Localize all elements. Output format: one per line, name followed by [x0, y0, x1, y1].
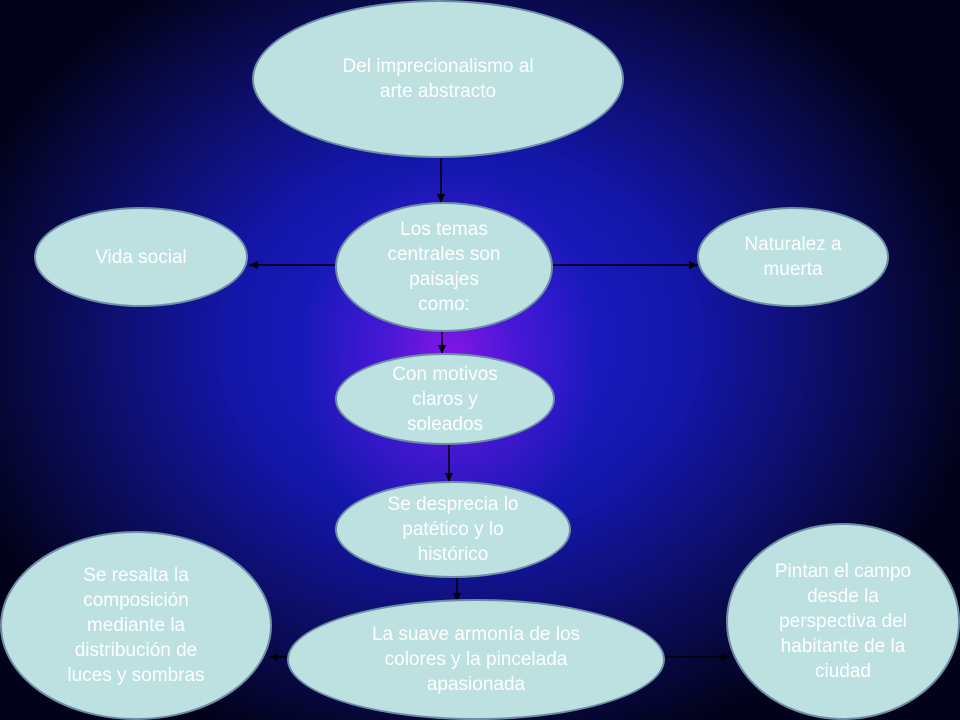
- node-armonia-text: La suave armonía de los colores y la pin…: [371, 624, 581, 695]
- node-naturaleza: Naturalez a muerta: [697, 207, 889, 307]
- node-temas-text: Los temas centrales son paisajes como:: [387, 219, 501, 315]
- node-title: Del imprecionalismo al arte abstracto: [252, 0, 624, 158]
- node-composicion: Se resalta la composición mediante la di…: [0, 531, 272, 720]
- node-composicion-text: Se resalta la composición mediante la di…: [67, 565, 205, 686]
- node-desprecia-text: Se desprecia lo patético y lo histórico: [387, 494, 519, 565]
- node-motivos-text: Con motivos claros y soleados: [392, 363, 498, 435]
- node-temas: Los temas centrales son paisajes como:: [335, 202, 553, 332]
- node-vida-social-text: Vida social: [95, 246, 187, 268]
- node-vida-social: Vida social: [34, 207, 248, 307]
- node-desprecia: Se desprecia lo patético y lo histórico: [335, 481, 571, 578]
- node-motivos: Con motivos claros y soleados: [335, 353, 555, 445]
- node-armonia: La suave armonía de los colores y la pin…: [287, 599, 665, 720]
- node-campo-text: Pintan el campo desde la perspectiva del…: [774, 561, 912, 682]
- node-title-text: Del imprecionalismo al arte abstracto: [342, 56, 534, 102]
- node-naturaleza-text: Naturalez a muerta: [744, 234, 842, 280]
- node-campo: Pintan el campo desde la perspectiva del…: [726, 523, 960, 720]
